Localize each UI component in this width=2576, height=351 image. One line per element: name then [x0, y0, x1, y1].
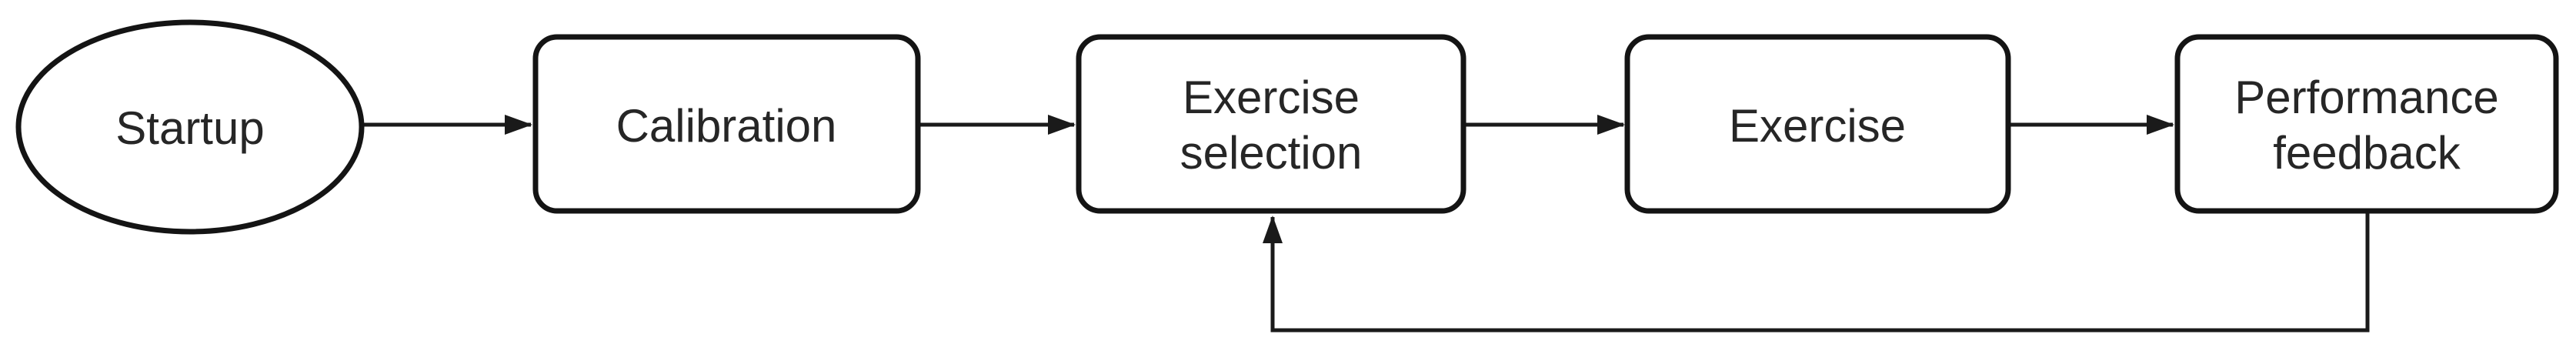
startup-ellipse [15, 19, 365, 235]
node-performance-feedback-label-line2: feedback [2273, 127, 2461, 179]
node-exercise-label: Exercise [1729, 100, 1906, 152]
node-exercise-selection-label-line1: Exercise [1183, 72, 1360, 123]
performance-feedback-box [2174, 34, 2559, 214]
node-performance-feedback: Performance feedback [2174, 34, 2559, 214]
feedback-loop-arrow-up-icon [1263, 212, 2370, 333]
node-startup-label: Startup [115, 102, 264, 154]
node-startup: Startup [15, 19, 365, 235]
node-calibration-label: Calibration [616, 100, 837, 152]
node-exercise-selection: Exercise selection [1076, 34, 1467, 214]
edge-performance-feedback-to-exercise-selection [1263, 212, 2370, 333]
node-calibration: Calibration [532, 34, 921, 214]
node-performance-feedback-label-line1: Performance [2234, 72, 2498, 123]
node-exercise: Exercise [1624, 34, 2011, 214]
exercise-selection-box [1076, 34, 1467, 214]
node-exercise-selection-label-line2: selection [1180, 127, 1363, 179]
exercise-box [1624, 34, 2011, 214]
calibration-box [532, 34, 921, 214]
